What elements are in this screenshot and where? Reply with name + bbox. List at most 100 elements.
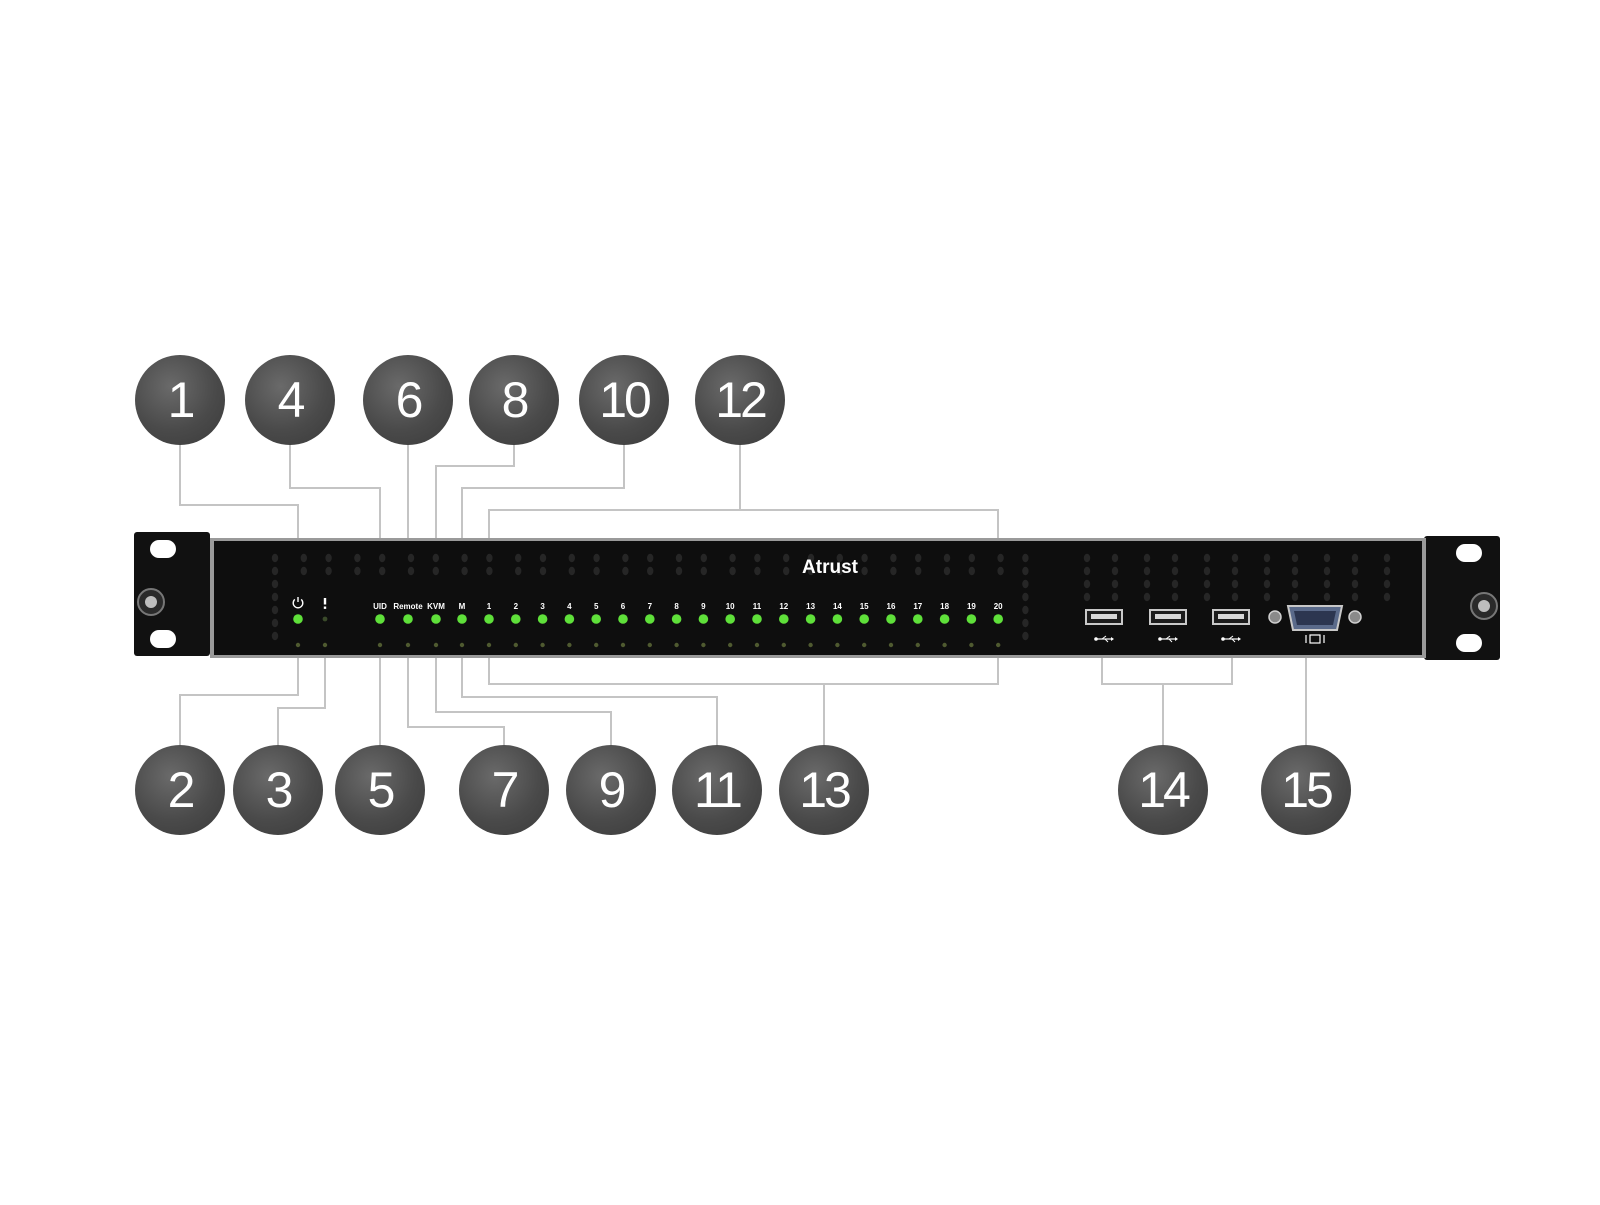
- vent-hole: [783, 553, 790, 563]
- brand-logo: Atrust: [802, 557, 859, 578]
- left-thumbscrew-head: [145, 596, 157, 608]
- vent-hole: [593, 566, 600, 576]
- vent-hole: [1022, 618, 1029, 628]
- usb-port-1[interactable]: [1085, 609, 1123, 625]
- power-icon: [292, 597, 304, 609]
- port-number-label: 6: [621, 602, 626, 611]
- port-led-6: [618, 614, 628, 624]
- usb-port-3[interactable]: [1212, 609, 1250, 625]
- vent-hole: [1111, 566, 1119, 576]
- vent-hole: [354, 553, 361, 563]
- vent-hole: [1083, 592, 1091, 602]
- vga-screw-left: [1268, 610, 1282, 624]
- vent-hole: [1022, 579, 1029, 589]
- vent-hole: [1203, 592, 1211, 602]
- vent-hole: [1203, 566, 1211, 576]
- vent-hole: [325, 566, 332, 576]
- vent-hole: [271, 566, 279, 576]
- port-led-18-lower: [942, 642, 947, 648]
- vent-hole: [915, 553, 922, 563]
- exclamation-icon: [323, 598, 327, 609]
- vent-hole: [1203, 553, 1211, 563]
- port-number-label: 14: [833, 602, 842, 611]
- vent-hole: [754, 566, 761, 576]
- port-led-16-lower: [888, 642, 894, 648]
- vent-hole: [1383, 579, 1391, 589]
- vent-hole: [1083, 579, 1091, 589]
- vent-hole: [700, 553, 707, 563]
- vga-port[interactable]: [1286, 605, 1344, 631]
- port-led-13-lower: [808, 642, 813, 648]
- vent-hole: [1263, 553, 1271, 563]
- left-rack-ear: [134, 532, 210, 656]
- vent-hole: [890, 553, 897, 563]
- usb-port-2[interactable]: [1149, 609, 1187, 625]
- callout-5: 5: [335, 745, 425, 835]
- port-number-label: 7: [648, 602, 653, 611]
- vent-hole: [1263, 592, 1271, 602]
- port-number-label: 19: [967, 602, 976, 611]
- port-led-12: [779, 614, 789, 624]
- vent-hole: [1143, 553, 1151, 563]
- port-led-1-lower: [486, 642, 492, 648]
- port-number-label: 17: [913, 602, 922, 611]
- vent-hole: [1111, 553, 1119, 563]
- callout-12: 12: [695, 355, 785, 445]
- port-led-4: [564, 614, 575, 624]
- vent-hole: [675, 553, 683, 563]
- port-number-label: 13: [806, 602, 815, 611]
- vent-hole: [407, 553, 415, 563]
- vent-hole: [1022, 553, 1029, 563]
- port-led-12-lower: [781, 642, 786, 648]
- port-led-19: [966, 614, 977, 624]
- alert-led: [322, 616, 328, 622]
- status-led-remote: [403, 614, 413, 624]
- vent-hole: [539, 553, 547, 563]
- indicator-label-uid: UID: [373, 602, 387, 611]
- port-led-8: [671, 614, 682, 624]
- vent-hole: [1291, 553, 1299, 563]
- vent-hole: [432, 566, 439, 576]
- right-ear-slot-bottom: [1456, 634, 1482, 652]
- vent-hole: [1022, 566, 1029, 576]
- vent-hole: [861, 553, 868, 563]
- status-led-uid-lower: [377, 642, 383, 648]
- port-number-label: 8: [674, 602, 679, 611]
- vent-hole: [271, 592, 279, 602]
- port-number-label: 11: [753, 602, 762, 611]
- usb-icon: [1221, 635, 1241, 643]
- vent-hole: [271, 553, 279, 563]
- port-number-label: 20: [994, 602, 1003, 611]
- callout-2: 2: [135, 745, 225, 835]
- vent-hole: [943, 566, 951, 576]
- vent-hole: [515, 566, 522, 576]
- vent-hole: [1171, 566, 1179, 576]
- vent-hole: [729, 566, 736, 576]
- port-led-15: [859, 614, 869, 624]
- callout-14: 14: [1118, 745, 1208, 835]
- port-led-15-lower: [862, 642, 867, 648]
- port-number-label: 15: [860, 602, 869, 611]
- vent-hole: [1383, 553, 1391, 563]
- vent-hole: [539, 566, 547, 576]
- callout-4: 4: [245, 355, 335, 445]
- port-led-11: [752, 614, 762, 624]
- vent-hole: [1231, 592, 1239, 602]
- vent-hole: [1263, 566, 1271, 576]
- port-led-2-lower: [513, 642, 518, 648]
- port-number-label: 3: [540, 602, 545, 611]
- vent-hole: [379, 553, 386, 563]
- port-number-label: 12: [779, 602, 788, 611]
- port-number-label: 16: [887, 602, 896, 611]
- vent-hole: [1263, 579, 1271, 589]
- port-led-16: [886, 614, 896, 624]
- status-led-kvm-lower: [433, 642, 439, 648]
- vent-hole: [461, 553, 468, 563]
- vent-hole: [1231, 553, 1239, 563]
- vent-hole: [1171, 592, 1179, 602]
- indicator-label-remote: Remote: [393, 602, 423, 611]
- callout-7: 7: [459, 745, 549, 835]
- vent-hole: [1111, 592, 1119, 602]
- port-number-label: 9: [701, 602, 706, 611]
